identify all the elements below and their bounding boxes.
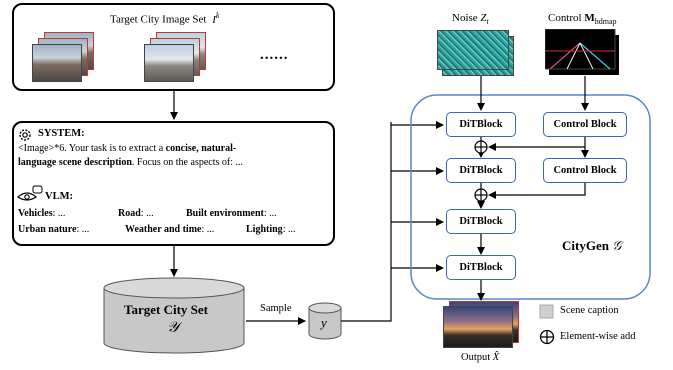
vlm-row-1-item-1: Road: ...	[118, 208, 154, 219]
vlm-key: Lighting	[246, 224, 283, 235]
output-label: Output X̂	[461, 352, 499, 363]
dit-block-2: DiTBlock	[446, 158, 516, 183]
city-image-thumb	[144, 44, 194, 82]
vlm-value: : ...	[140, 208, 154, 219]
vlm-value: : ...	[263, 208, 277, 219]
system-line-1-plain: <Image>*6. Your task is to extract a	[18, 143, 166, 154]
prompt-panel: SYSTEM: <Image>*6. Your task is to extra…	[12, 121, 335, 246]
noise-label: Noise Zt	[452, 12, 489, 26]
noise-label-text: Noise	[452, 12, 481, 24]
vlm-key: Weather and time	[125, 224, 202, 235]
control-subscript: hdmap	[594, 17, 617, 27]
caption-bus-line	[341, 122, 392, 322]
control-symbol: M	[584, 12, 595, 24]
noise-subscript: t	[486, 17, 489, 27]
control-block-2: Control Block	[543, 158, 627, 183]
control-block-1: Control Block	[543, 112, 627, 137]
arrow-control2-to-add2	[488, 183, 586, 199]
eye-icon	[17, 185, 43, 201]
add-node-2	[474, 188, 488, 202]
dit-block-4: DiTBlock	[446, 255, 516, 280]
target-image-set-symbol: I	[212, 13, 216, 26]
control-label: Control Mhdmap	[548, 12, 617, 26]
sample-symbol: y	[321, 315, 327, 330]
vlm-row-2-item-1: Weather and time: ...	[125, 224, 214, 235]
sample-cylinder	[308, 302, 342, 340]
gear-icon	[19, 129, 31, 141]
output-image	[443, 306, 513, 348]
vlm-key: Road	[118, 208, 141, 219]
legend-add-icon	[539, 329, 555, 345]
add-node-1	[474, 140, 488, 154]
citygen-label: CityGen 𝒢	[562, 238, 621, 254]
system-line-2-bold: language scene description	[18, 157, 132, 168]
output-label-text: Output	[461, 352, 493, 363]
vlm-row-2-item-0: Urban nature: ...	[18, 224, 89, 235]
vlm-key: Urban nature	[18, 224, 77, 235]
target-image-set-panel: Target City Image Set Ik ......	[12, 3, 335, 91]
legend-scene-caption: Scene caption	[560, 305, 619, 316]
dit-block-3: DiTBlock	[446, 209, 516, 234]
vlm-value: : ...	[201, 224, 215, 235]
vlm-row-1-item-2: Built environment: ...	[186, 208, 277, 219]
noise-symbol: Z	[480, 12, 487, 24]
target-image-set-label: Target City Image Set	[110, 13, 207, 26]
noise-map	[437, 30, 509, 70]
vlm-heading: VLM:	[45, 191, 73, 202]
city-set-symbol: 𝒴	[167, 320, 179, 336]
hd-map-image	[545, 29, 619, 75]
vlm-row-1-item-0: Vehicles: ...	[18, 208, 65, 219]
legend-caption-swatch	[539, 304, 554, 319]
system-line-2-plain: . Focus on the aspects of: ...	[131, 157, 243, 168]
vlm-value: : ...	[282, 224, 296, 235]
city-image-thumb	[32, 44, 82, 82]
target-image-set-title: Target City Image Set Ik	[110, 11, 219, 26]
system-line-2: language scene description. Focus on the…	[18, 157, 243, 168]
legend-element-add: Element-wise add	[560, 331, 636, 342]
vlm-key: Built environment	[186, 208, 264, 219]
city-set-cylinder	[103, 277, 245, 354]
control-label-text: Control	[548, 12, 585, 24]
system-heading: SYSTEM:	[38, 128, 85, 139]
more-images-ellipsis: ......	[260, 47, 289, 63]
city-set-label: Target City Set	[124, 302, 209, 317]
output-symbol: X̂	[492, 352, 500, 363]
vlm-value: : ...	[76, 224, 90, 235]
citygen-container	[410, 94, 651, 300]
system-line-1-bold: concise, natural-	[165, 143, 237, 154]
citygen-label-text: CityGen	[562, 238, 613, 253]
sample-label: Sample	[260, 303, 292, 314]
system-line-1: <Image>*6. Your task is to extract a con…	[18, 143, 236, 154]
vlm-value: : ...	[52, 208, 66, 219]
target-image-set-superscript: k	[215, 11, 220, 20]
citygen-symbol: 𝒢	[612, 238, 622, 253]
dit-block-1: DiTBlock	[446, 112, 516, 137]
vlm-key: Vehicles	[18, 208, 53, 219]
vlm-row-2-item-2: Lighting: ...	[246, 224, 295, 235]
